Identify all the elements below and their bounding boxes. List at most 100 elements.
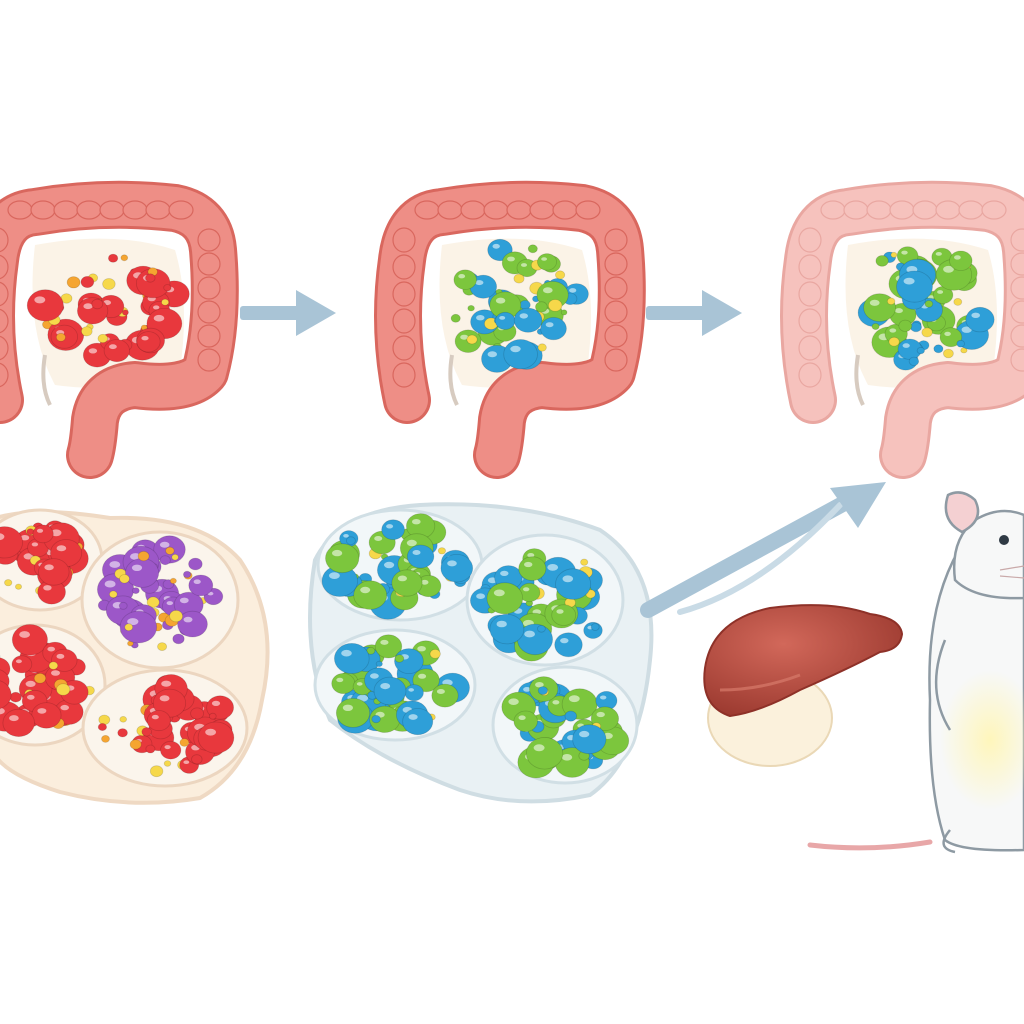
bacterium-blue <box>371 714 381 724</box>
bacterium-yellow <box>169 609 184 623</box>
haustra <box>30 200 56 220</box>
haustra <box>958 200 984 220</box>
bacterium-highlight <box>944 331 951 336</box>
bacterium-orange <box>165 546 175 555</box>
appendix <box>448 354 459 406</box>
haustra <box>0 281 9 307</box>
bacterium-highlight <box>543 287 553 294</box>
bacterium-red <box>117 728 128 738</box>
bacterium-highlight <box>521 263 527 267</box>
bacterium-green <box>467 305 475 312</box>
bacterium-highlight <box>889 328 897 333</box>
bacterium-highlight <box>507 256 515 262</box>
bacterium-green <box>871 322 880 330</box>
bacterium-green <box>527 244 538 254</box>
bacterium-blue <box>916 346 925 355</box>
bacterium-highlight <box>476 315 485 321</box>
bacterium-green <box>335 698 371 728</box>
haustra <box>414 200 440 220</box>
bacterium-blue <box>537 624 546 633</box>
bacterium-yellow <box>580 558 589 566</box>
haustra <box>604 228 628 252</box>
bacterium-highlight <box>104 580 116 588</box>
haustra <box>392 335 416 361</box>
bacterium-highlight <box>341 649 352 657</box>
bacterium-highlight <box>37 708 47 714</box>
bacterium-highlight <box>547 564 559 571</box>
bacterium-highlight <box>458 274 466 279</box>
bacterium-blue <box>489 613 525 645</box>
haustra <box>935 200 961 220</box>
bacterium-highlight <box>894 308 903 314</box>
bacterium-yellow <box>48 661 59 670</box>
bacterium-highlight <box>579 730 590 738</box>
bacterium-highlight <box>487 351 497 358</box>
bacterium-highlight <box>569 288 577 293</box>
bacterium-blue <box>345 536 356 545</box>
bacterium-purple <box>188 557 203 571</box>
bacterium-highlight <box>903 277 915 285</box>
haustra <box>798 308 822 334</box>
bacterium-highlight <box>56 545 67 552</box>
bacterium-highlight <box>166 601 173 606</box>
bacterium-blue <box>440 554 474 583</box>
bacterium-highlight <box>556 609 564 614</box>
colon-transplanted <box>374 180 646 479</box>
bacterium-highlight <box>937 290 944 294</box>
bacterium-red <box>26 289 64 322</box>
bacterium-red <box>38 558 70 586</box>
haustra <box>798 362 822 388</box>
bacterium-highlight <box>342 704 353 711</box>
bacterium-highlight <box>60 704 69 711</box>
bacterium-highlight <box>523 587 530 592</box>
arrow-right-icon <box>646 290 742 336</box>
bacterium-orange <box>137 550 150 562</box>
bacterium-blue <box>381 519 405 540</box>
bacterium-green <box>353 580 388 610</box>
haustra <box>604 252 628 276</box>
bacterium-highlight <box>533 744 545 752</box>
bacterium-highlight <box>88 348 98 354</box>
haustra <box>981 200 1007 220</box>
bacterium-highlight <box>34 296 46 304</box>
bacterium-yellow <box>555 270 566 280</box>
bacterium-green <box>898 319 913 332</box>
bacterium-purple <box>125 558 160 588</box>
bacterium-highlight <box>499 316 506 320</box>
bacterium-highlight <box>19 631 30 638</box>
bacterium-yellow <box>888 336 900 347</box>
bacterium-red <box>0 526 23 559</box>
bacterium-red <box>191 754 203 765</box>
appendix <box>41 354 52 406</box>
bacterium-red <box>160 740 182 760</box>
haustra <box>392 281 416 307</box>
bacterium-highlight <box>193 579 201 584</box>
bacterium-highlight <box>31 542 39 547</box>
bacterium-green <box>486 582 524 615</box>
colon-recipient <box>780 180 1024 479</box>
bacterium-highlight <box>127 618 139 626</box>
bacterium-highlight <box>161 680 172 687</box>
bacterium-purple <box>131 587 140 594</box>
bacterium-blue <box>555 568 592 600</box>
haustra <box>1010 348 1024 372</box>
bacterium-blue <box>513 307 543 333</box>
haustra <box>392 308 416 334</box>
liver-icon <box>703 604 904 767</box>
bacterium-blue <box>540 316 567 341</box>
bacterium-purple <box>188 574 214 597</box>
bacterium-highlight <box>336 677 344 683</box>
haustra <box>0 254 9 280</box>
bacterium-green <box>518 556 547 581</box>
bacterium-highlight <box>508 698 519 705</box>
bacterium-yellow <box>124 623 134 632</box>
bacterium-red <box>80 275 95 288</box>
bacterium-highlight <box>568 695 580 703</box>
bacterium-highlight <box>518 715 526 720</box>
bacterium-blue <box>933 344 944 354</box>
bacterium-highlight <box>408 688 415 692</box>
bacterium-orange <box>55 332 66 342</box>
bacterium-orange <box>169 577 177 585</box>
bacterium-highlight <box>329 572 340 579</box>
